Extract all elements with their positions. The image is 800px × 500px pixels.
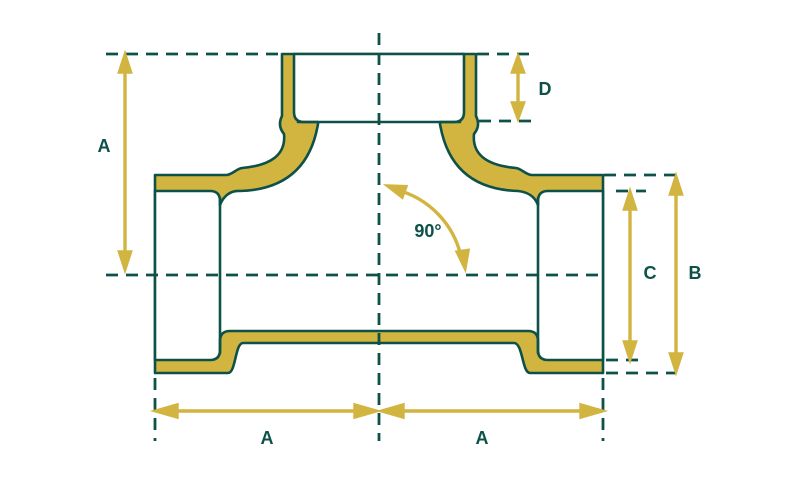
dim-a-bottom-left-arrow [149, 402, 383, 420]
dim-c-arrow [622, 186, 638, 365]
dim-a-bottom-left-label: A [261, 428, 274, 448]
dim-b-arrow [668, 171, 684, 377]
angle-90-arc [382, 184, 471, 274]
fitting-bore [153, 52, 605, 362]
dim-d-label: D [539, 79, 552, 99]
dim-a-left-arrow [117, 49, 133, 275]
dim-c-label: C [644, 263, 657, 283]
dim-a-bottom-right-label: A [476, 428, 489, 448]
angle-90-label: 90° [414, 221, 441, 241]
dim-a-bottom-right-arrow [375, 402, 609, 420]
dim-a-left-label: A [98, 136, 111, 156]
dim-b-label: B [689, 263, 702, 283]
dim-d-arrow [510, 52, 526, 123]
